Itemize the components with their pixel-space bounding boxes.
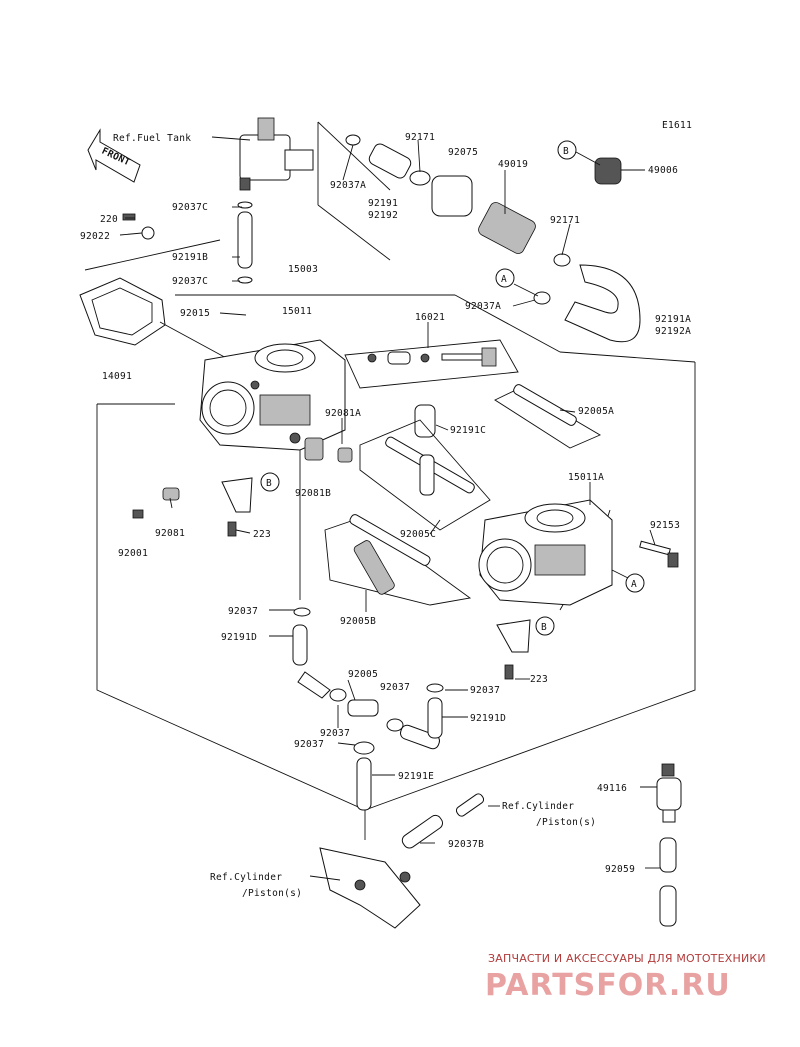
joint-92191c: [359, 404, 491, 531]
left-hose-column: [122, 201, 253, 284]
filter-49116: [656, 763, 682, 823]
linkage-16021: [344, 339, 519, 389]
label-15011: 15011: [282, 306, 312, 317]
label-16021: 16021: [415, 312, 445, 323]
label-92037-3: 92037: [470, 685, 500, 696]
callout-b-top: B: [557, 140, 601, 166]
cylinder-ref-shape: [319, 847, 421, 929]
label-220: 220: [100, 214, 118, 225]
label-92037-2: 92037: [380, 682, 410, 693]
screw-92153: [639, 540, 679, 568]
svg-text:B: B: [541, 622, 547, 633]
label-15011a: 15011A: [568, 472, 604, 483]
label-92191b: 92191B: [172, 252, 208, 263]
label-49006: 49006: [648, 165, 678, 176]
label-92022: 92022: [80, 231, 110, 242]
breather-hose-92037b: [401, 793, 485, 849]
label-15003: 15003: [288, 264, 318, 275]
label-92081: 92081: [155, 528, 185, 539]
bracket-92005b: [324, 514, 472, 606]
carburetor-left: [199, 339, 346, 451]
watermark-logo: PARTSFOR.RU: [485, 968, 731, 1003]
label-92191c: 92191C: [450, 425, 486, 436]
label-92015: 92015: [180, 308, 210, 319]
label-92191e: 92191E: [398, 771, 434, 782]
diagram-code: E1611: [662, 120, 692, 131]
label-92192: 92192: [368, 210, 398, 221]
callout-a-mid: A: [495, 268, 539, 297]
label-92005a: 92005A: [578, 406, 614, 417]
label-92005c: 92005C: [400, 529, 436, 540]
carburetor-right: [478, 499, 613, 606]
label-49116: 49116: [597, 783, 627, 794]
top-fuel-hose: [345, 134, 571, 267]
callout-b-left: B: [260, 472, 280, 492]
bracket-right: [496, 619, 531, 680]
label-92037c: 92037C: [172, 202, 208, 213]
label-ref-fuel-tank: Ref.Fuel Tank: [113, 133, 191, 144]
label-92059: 92059: [605, 864, 635, 875]
svg-text:B: B: [266, 478, 272, 489]
label-92191d-2: 92191D: [470, 713, 506, 724]
svg-text:A: A: [631, 579, 637, 590]
label-ref-cylinder-1: Ref.Cylinder: [502, 801, 574, 812]
label-92037: 92037: [228, 606, 258, 617]
label-92037a: 92037A: [330, 180, 366, 191]
label-92037c-2: 92037C: [172, 276, 208, 287]
label-92037-4: 92037: [320, 728, 350, 739]
label-92037-5: 92037: [294, 739, 324, 750]
label-92075: 92075: [448, 147, 478, 158]
label-ref-piston-1: /Piston(s): [536, 817, 596, 828]
svg-text:B: B: [563, 146, 569, 157]
drain-hoses: [292, 607, 444, 811]
watermark-tagline: ЗАПЧАСТИ И АКСЕССУАРЫ ДЛЯ МОТОТЕХНИКИ: [488, 952, 766, 965]
label-49019: 49019: [498, 159, 528, 170]
part-labels: Ref.Fuel Tank 92037C 220 92022 92191B 92…: [80, 132, 691, 899]
label-92171-2: 92171: [550, 215, 580, 226]
springs-92081: [132, 437, 353, 519]
label-leaders: [119, 139, 660, 881]
svg-text:A: A: [501, 274, 507, 285]
callout-a-right: A: [611, 569, 645, 593]
label-ref-piston-2: /Piston(s): [242, 888, 302, 899]
label-92191: 92191: [368, 198, 398, 209]
watermark: ЗАПЧАСТИ И АКСЕССУАРЫ ДЛЯ МОТОТЕХНИКИ PA…: [485, 952, 766, 1003]
label-92192a: 92192A: [655, 326, 691, 337]
label-92001: 92001: [118, 548, 148, 559]
label-92191a: 92191A: [655, 314, 691, 325]
bracket-left: [221, 477, 253, 537]
callout-b-right: B: [535, 616, 555, 636]
label-92037a-2: 92037A: [465, 301, 501, 312]
label-92171: 92171: [405, 132, 435, 143]
label-223: 223: [253, 529, 271, 540]
label-ref-cylinder-2: Ref.Cylinder: [210, 872, 282, 883]
label-92153: 92153: [650, 520, 680, 531]
label-92191d: 92191D: [221, 632, 257, 643]
rail-92005a: [494, 384, 601, 449]
label-92005b: 92005B: [340, 616, 376, 627]
label-92081b: 92081B: [295, 488, 331, 499]
label-92037b: 92037B: [448, 839, 484, 850]
grommet-49006: [594, 157, 645, 185]
airbox-cover-14091: [79, 277, 231, 361]
fuel-petcock: [211, 117, 314, 191]
label-92005: 92005: [348, 669, 378, 680]
label-14091: 14091: [102, 371, 132, 382]
hose-92059: [659, 837, 677, 927]
label-223-2: 223: [530, 674, 548, 685]
label-92081a: 92081A: [325, 408, 361, 419]
u-hose-92191a: [533, 264, 641, 343]
